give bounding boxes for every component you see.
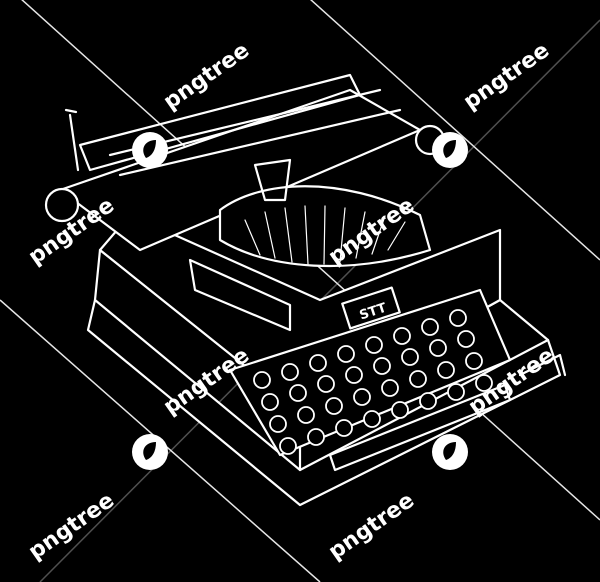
pngtree-logo-icon bbox=[432, 434, 468, 470]
watermark-text: pngtree bbox=[459, 38, 554, 115]
watermark-text: pngtree bbox=[24, 488, 119, 565]
pngtree-logo-icon bbox=[132, 434, 168, 470]
typewriter: STT bbox=[44, 73, 567, 507]
pngtree-logo-icon bbox=[432, 132, 468, 168]
watermark-text: pngtree bbox=[324, 488, 419, 565]
typewriter-spacebar bbox=[328, 383, 512, 472]
pngtree-logo-icon bbox=[132, 132, 168, 168]
typewriter-keys bbox=[253, 309, 493, 455]
